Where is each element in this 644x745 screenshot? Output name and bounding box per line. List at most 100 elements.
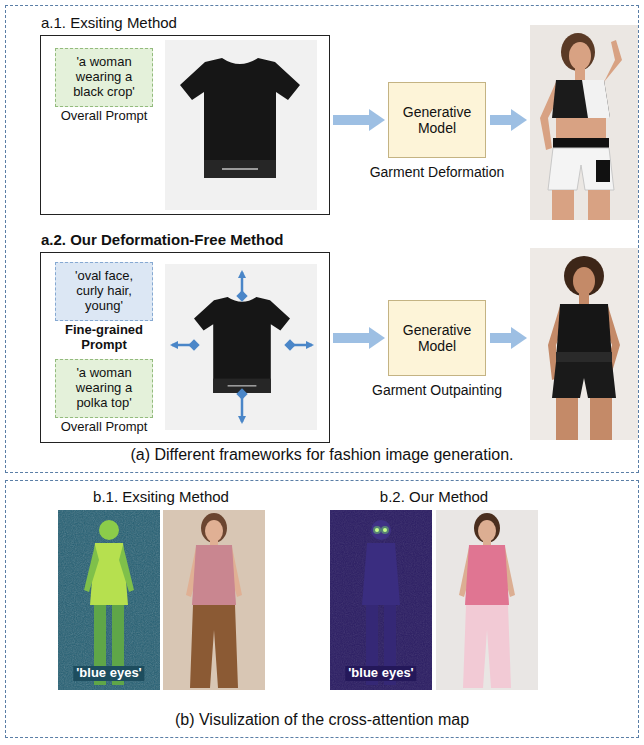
attention-map — [58, 510, 160, 690]
drawn-shape — [588, 190, 610, 220]
drawn-shape — [552, 190, 574, 220]
method-box: a.1. Exsiting Method'a woman wearing a b… — [40, 35, 330, 215]
sub-heading: b.1. Exsiting Method — [90, 488, 232, 505]
block-arrow — [490, 327, 527, 349]
drawn-shape — [99, 520, 119, 540]
output-photo — [530, 25, 638, 220]
drawn-shape — [553, 138, 609, 148]
method-box: a.2. Our Deformation-Free Method'oval fa… — [40, 252, 330, 443]
drawn-shape — [222, 168, 258, 170]
drawn-shape — [552, 362, 616, 398]
section-heading: a.2. Our Deformation-Free Method — [41, 231, 284, 248]
drawn-shape — [330, 510, 432, 690]
drawn-shape — [556, 398, 578, 440]
drawn-shape — [194, 297, 290, 393]
drawn-shape — [556, 352, 612, 362]
prompt-box: 'a woman wearing a black crop'Overall Pr… — [55, 48, 153, 107]
drawn-shape — [192, 545, 236, 605]
prompt-label: Overall Prompt — [56, 420, 152, 435]
drawn-shape — [375, 528, 379, 532]
prompt-text: 'oval face, curly hair, young' — [61, 269, 147, 314]
arrow-shaft — [333, 333, 370, 343]
drawn-shape — [190, 605, 238, 688]
drawn-shape — [84, 545, 99, 592]
panel-frame: (b) Visulization of the cross-attention … — [5, 480, 639, 738]
step-label: Garment Outpainting — [372, 382, 502, 398]
token-label: 'blue eyes' — [73, 666, 144, 681]
garment-photo — [165, 264, 317, 430]
prompt-box: 'oval face, curly hair, young'Fine-grain… — [55, 262, 153, 321]
drawn-shape — [564, 256, 604, 296]
drawn-shape — [163, 510, 265, 690]
drawn-shape — [194, 297, 290, 393]
drawn-shape — [330, 510, 432, 690]
drawn-shape — [561, 33, 595, 71]
drawn-shape — [119, 545, 134, 592]
drawn-shape — [582, 80, 610, 118]
block-arrow — [333, 109, 385, 131]
drawn-shape — [596, 160, 610, 182]
arrow-head — [369, 109, 385, 131]
prompt-box: 'a woman wearing a polka top'Overall Pro… — [55, 359, 153, 418]
drawn-shape — [556, 118, 606, 140]
model-box: Generative ModelGarment Outpainting — [388, 300, 486, 376]
arrow-head — [369, 327, 385, 349]
generated-photo — [163, 510, 265, 690]
prompt-text: 'a woman wearing a polka top' — [61, 366, 147, 411]
drawn-shape — [590, 398, 612, 440]
drawn-shape — [165, 264, 317, 430]
drawn-shape — [205, 520, 223, 542]
drawn-shape — [478, 520, 496, 542]
drawn-shape — [463, 605, 511, 688]
panel-frame: (a) Different frameworks for fashion ima… — [5, 5, 639, 473]
drawn-shape — [465, 545, 509, 605]
block-arrow — [490, 109, 527, 131]
step-label: Garment Deformation — [370, 164, 505, 180]
drawn-shape — [371, 520, 391, 540]
drawn-shape — [204, 160, 276, 178]
drawn-shape — [556, 304, 612, 360]
drawn-shape — [165, 40, 317, 210]
drawn-shape — [511, 327, 527, 349]
drawn-shape — [58, 510, 160, 690]
model-name: Generative Model — [393, 104, 481, 136]
drawn-shape — [579, 293, 589, 305]
drawn-shape — [228, 385, 257, 387]
model-box: Generative ModelGarment Deformation — [388, 82, 486, 158]
section-heading: a.1. Exsiting Method — [41, 14, 177, 31]
drawn-shape — [569, 42, 591, 70]
drawn-shape — [373, 526, 381, 534]
drawn-shape — [236, 290, 247, 301]
drawn-shape — [188, 339, 199, 350]
drawn-shape — [180, 58, 300, 178]
drawn-shape — [573, 267, 595, 295]
prompt-text: 'a woman wearing a black crop' — [61, 55, 147, 100]
prompt-label: Fine-grained Prompt — [56, 323, 152, 353]
drawn-shape — [284, 339, 295, 350]
drawn-shape — [381, 526, 389, 534]
garment-photo — [165, 40, 317, 210]
drawn-shape — [530, 248, 638, 440]
token-label: 'blue eyes' — [345, 666, 416, 681]
drawn-shape — [552, 80, 610, 118]
output-photo — [530, 248, 638, 440]
generated-photo — [436, 510, 538, 690]
block-arrow — [333, 327, 385, 349]
drawn-shape — [530, 25, 638, 220]
drawn-shape — [575, 68, 585, 81]
drawn-shape — [58, 510, 160, 690]
panel-caption: (a) Different frameworks for fashion ima… — [6, 446, 638, 464]
drawn-shape — [474, 513, 500, 543]
drawn-shape — [436, 510, 538, 690]
drawn-shape — [362, 543, 400, 605]
prompt-label: Overall Prompt — [56, 109, 152, 124]
drawn-shape — [201, 513, 227, 543]
drawn-shape — [490, 333, 512, 343]
drawn-shape — [236, 388, 247, 399]
drawn-shape — [383, 528, 387, 532]
model-name: Generative Model — [393, 322, 481, 354]
sub-heading: b.2. Our Method — [377, 488, 491, 505]
drawn-shape — [511, 109, 527, 131]
panel-caption: (b) Visulization of the cross-attention … — [6, 711, 638, 729]
